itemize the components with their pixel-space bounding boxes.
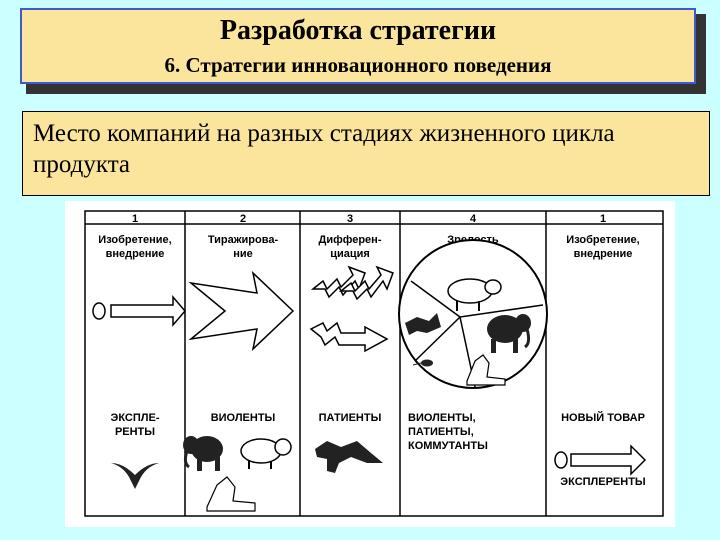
- stage5-circle-icon: [554, 451, 568, 469]
- stage-1-type-line1: ЭКСПЛЕ-: [111, 412, 160, 424]
- stage-1-name-line2: внедрение: [106, 248, 165, 260]
- pie-icon: [398, 239, 548, 389]
- stage-5-name-line2: внедрение: [574, 248, 633, 260]
- table-grid: [84, 210, 664, 517]
- fox-bottom-icon: [315, 441, 383, 473]
- stage-1-type-line2: РЕНТЫ: [115, 426, 155, 438]
- stage-2-name-line1: Тиражирова-: [208, 234, 279, 246]
- topic-text: Место компаний на разных стадиях жизненн…: [33, 120, 615, 178]
- stage-5-type-line1: НОВЫЙ ТОВАР: [561, 411, 645, 424]
- stage-3-type-line1: ПАТИЕНТЫ: [319, 412, 382, 424]
- stage-2-number: 2: [240, 213, 246, 225]
- stage-5-number: 1: [600, 213, 606, 225]
- sphinx-icon: [466, 354, 506, 386]
- stage-5-type-line3: ЭКСПЛЕРЕНТЫ: [560, 476, 646, 488]
- elephant-icon: [487, 314, 531, 353]
- stage-3-number: 3: [347, 213, 353, 225]
- stage-4-type-line3: КОММУТАНТЫ: [408, 440, 488, 452]
- table-border: [84, 210, 664, 517]
- swallow-icon: [111, 463, 159, 489]
- stage-3-name-line2: циация: [330, 248, 370, 260]
- stage-2-name-line2: ние: [233, 248, 253, 260]
- sphinx-bottom-icon: [206, 476, 256, 512]
- hippo-icon: [447, 278, 502, 311]
- arrow-icon: [110, 294, 186, 328]
- stage-1-name-line1: Изобретение,: [98, 234, 171, 246]
- big-arrow-icon: [188, 270, 295, 352]
- stage-1-number: 1: [132, 213, 138, 225]
- stage-3-name-line1: Дифферен-: [319, 234, 382, 246]
- hippo-bottom-icon: [240, 438, 292, 469]
- elephant-bottom-icon: [183, 436, 223, 471]
- stage-4-type-line2: ПАТИЕНТЫ,: [408, 426, 474, 438]
- topic-box: Место компаний на разных стадиях жизненн…: [22, 111, 710, 196]
- stage-4-type-line1: ВИОЛЕНТЫ,: [408, 412, 476, 424]
- stage5-arrow-icon: [570, 444, 647, 476]
- lifecycle-diagram: 1 2 3 4 1 Изобретение, внедрение Тиражир…: [65, 201, 675, 527]
- fox-icon: [405, 313, 441, 335]
- zigzag-arrow-icon: [309, 265, 394, 353]
- title-box: Разработка стратегии 6. Стратегии иннова…: [20, 8, 696, 84]
- lifecycle-svg: 1 2 3 4 1 Изобретение, внедрение Тиражир…: [84, 210, 664, 517]
- circle-icon: [92, 302, 106, 320]
- stage-2-type-line1: ВИОЛЕНТЫ: [211, 412, 276, 424]
- stage-5-name-line1: Изобретение,: [566, 234, 639, 246]
- stage-4-number: 4: [470, 213, 477, 225]
- page-subtitle: 6. Стратегии инновационного поведения: [164, 53, 552, 77]
- page-title: Разработка стратегии: [219, 15, 497, 46]
- mouse-icon: [412, 359, 433, 367]
